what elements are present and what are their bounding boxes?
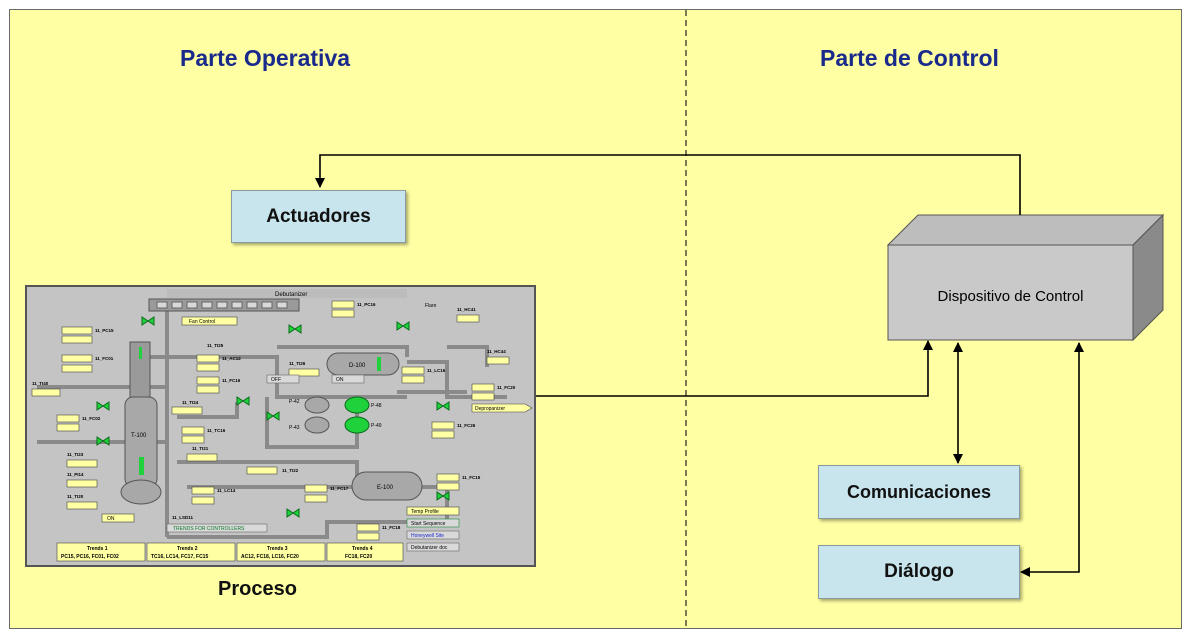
svg-text:Honeywell Site: Honeywell Site: [411, 533, 444, 539]
svg-text:11_TI26: 11_TI26: [289, 361, 306, 366]
svg-text:11_FC18: 11_FC18: [382, 525, 401, 530]
actuators-box: Actuadores: [231, 190, 406, 243]
svg-text:11_AC12: 11_AC12: [222, 356, 241, 361]
hmi-graphics: T-100 D-100 E-100: [31, 289, 533, 562]
svg-text:11_HC44: 11_HC44: [487, 349, 506, 354]
arrow-process-to-control: [536, 340, 933, 397]
svg-text:ON: ON: [107, 516, 115, 522]
p49-pump: [344, 416, 370, 434]
svg-text:11_FC20: 11_FC20: [497, 385, 516, 390]
svg-text:11_HC41: 11_HC41: [457, 307, 476, 312]
svg-text:11_FC26: 11_FC26: [457, 423, 476, 428]
svg-text:P-48: P-48: [371, 403, 382, 409]
svg-text:11_TI40: 11_TI40: [32, 381, 49, 386]
svg-text:Temp Profile: Temp Profile: [411, 509, 439, 515]
svg-text:Depropanizer: Depropanizer: [475, 406, 505, 412]
svg-text:11_PC16: 11_PC16: [357, 302, 376, 307]
process-hmi-screenshot: T-100 D-100 E-100: [25, 285, 536, 567]
svg-text:11_TI24: 11_TI24: [182, 400, 199, 405]
svg-text:Trends 3: Trends 3: [267, 546, 288, 552]
svg-text:11_TC16: 11_TC16: [207, 428, 226, 433]
svg-text:ON: ON: [336, 377, 344, 383]
svg-text:OFF: OFF: [271, 377, 281, 383]
svg-text:P-43: P-43: [289, 425, 300, 431]
svg-text:11_FC15: 11_FC15: [462, 475, 481, 480]
svg-text:11_TI22: 11_TI22: [282, 468, 299, 473]
communications-box: Comunicaciones: [818, 465, 1020, 519]
svg-text:11_TI23: 11_TI23: [67, 452, 84, 457]
svg-text:Trends 2: Trends 2: [177, 546, 198, 552]
svg-text:Debutanizer doc: Debutanizer doc: [411, 545, 448, 551]
svg-text:AC12, FC18, LC16, FC20: AC12, FC18, LC16, FC20: [241, 554, 299, 560]
svg-text:Trends 4: Trends 4: [352, 546, 373, 552]
svg-text:11_FC01: 11_FC01: [95, 356, 114, 361]
svg-text:11_LC14: 11_LC14: [217, 488, 236, 493]
svg-text:TRENDS FOR CONTROLLERS: TRENDS FOR CONTROLLERS: [173, 526, 245, 532]
heading-parte-operativa: Parte Operativa: [180, 45, 351, 71]
control-device-3d: [886, 213, 1165, 342]
svg-text:FC18, FC20: FC18, FC20: [345, 554, 372, 560]
svg-text:11_FC16: 11_FC16: [222, 378, 241, 383]
svg-text:P-42: P-42: [289, 399, 300, 405]
svg-text:11_LSD11: 11_LSD11: [172, 515, 194, 520]
svg-text:11_TI25: 11_TI25: [207, 343, 224, 348]
svg-text:11_FC17: 11_FC17: [330, 486, 349, 491]
svg-text:Start Sequence: Start Sequence: [411, 521, 446, 527]
svg-text:11_TI20: 11_TI20: [67, 494, 84, 499]
svg-text:11_LC16: 11_LC16: [427, 368, 446, 373]
svg-text:TC16, LC14, FC17, FC15: TC16, LC14, FC17, FC15: [151, 554, 208, 560]
svg-text:T-100: T-100: [131, 433, 147, 439]
control-device-label: Dispositivo de Control: [937, 288, 1084, 305]
svg-text:Flare: Flare: [425, 303, 437, 309]
svg-text:Fan Control: Fan Control: [189, 319, 215, 325]
p42-pump: [304, 396, 330, 414]
arrow-control-dialog: [1020, 342, 1084, 577]
process-label: Proceso: [218, 578, 297, 600]
svg-text:D-100: D-100: [349, 363, 366, 369]
e100-exchanger: [351, 471, 423, 501]
svg-text:Trends 1: Trends 1: [87, 546, 108, 552]
p43-pump: [304, 416, 330, 434]
svg-text:Debutanizer: Debutanizer: [275, 292, 307, 298]
svg-text:PC15, PC16, FC01, FC02: PC15, PC16, FC01, FC02: [61, 554, 119, 560]
heading-parte-control: Parte de Control: [820, 45, 999, 71]
svg-text:11_PC15: 11_PC15: [95, 328, 114, 333]
svg-text:E-100: E-100: [377, 485, 394, 491]
arrow-control-to-actuators: [315, 154, 1021, 215]
dialog-box: Diálogo: [818, 545, 1020, 599]
svg-text:11_PI14: 11_PI14: [67, 472, 84, 477]
svg-text:P-49: P-49: [371, 423, 382, 429]
svg-text:11_TI21: 11_TI21: [192, 446, 209, 451]
p48-pump: [344, 396, 370, 414]
svg-text:11_FC02: 11_FC02: [82, 416, 101, 421]
